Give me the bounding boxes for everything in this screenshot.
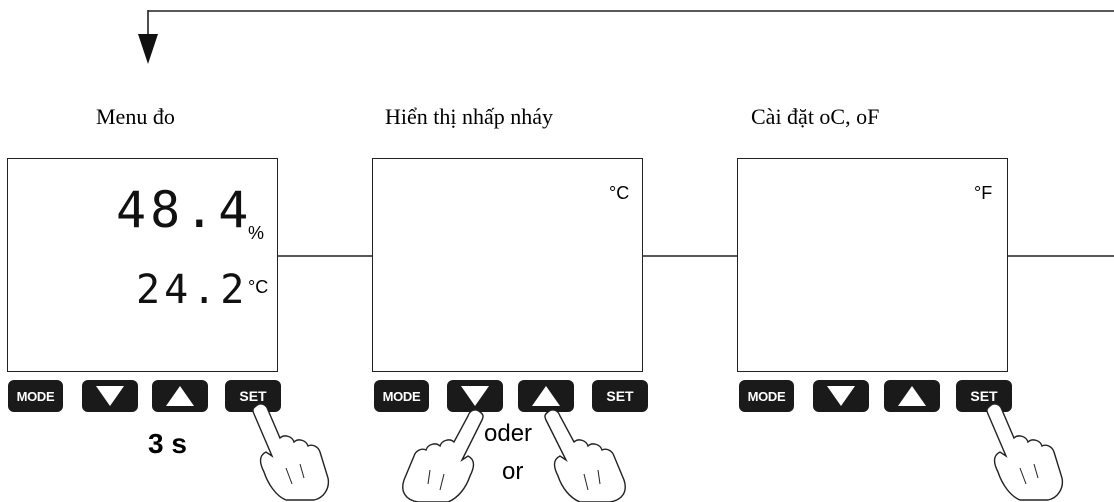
- up-button-2[interactable]: [518, 380, 574, 412]
- down-arrow-icon: [461, 386, 489, 406]
- lcd-panel-unit-setting: °F: [737, 158, 1008, 372]
- oder-label: oder: [484, 420, 533, 447]
- unit-setting-label: °F: [974, 183, 993, 203]
- mode-button-1[interactable]: MODE: [8, 380, 63, 412]
- down-button-2[interactable]: [447, 380, 503, 412]
- set-button-2[interactable]: SET: [592, 380, 648, 412]
- humidity-reading: 48.4: [116, 181, 253, 239]
- up-arrow-icon: [532, 386, 560, 406]
- caption-unit-setting: Cài đặt oC, oF: [751, 104, 880, 129]
- down-arrow-head: [138, 34, 158, 64]
- temperature-reading: 24.2: [136, 267, 249, 313]
- set-button-1[interactable]: SET: [225, 380, 281, 412]
- lcd-panel-measure: 48.4 % 24.2 °C: [7, 158, 278, 372]
- down-arrow-icon: [827, 386, 855, 406]
- down-arrow-icon: [96, 386, 124, 406]
- down-button-3[interactable]: [813, 380, 869, 412]
- mode-button-2[interactable]: MODE: [374, 380, 429, 412]
- up-button-3[interactable]: [884, 380, 940, 412]
- hold-time-label: 3 s: [148, 428, 187, 459]
- caption-blinking-display: Hiển thị nhấp nháy: [385, 104, 554, 129]
- pointing-hand-left-icon: [402, 409, 484, 502]
- pointing-hand-right-icon: [544, 409, 626, 502]
- pointing-hand-set-icon: [986, 403, 1064, 501]
- humidity-unit: %: [248, 223, 265, 243]
- set-button-3[interactable]: SET: [956, 380, 1012, 412]
- temperature-unit: °C: [248, 277, 269, 297]
- mode-button-3[interactable]: MODE: [739, 380, 794, 412]
- down-button-1[interactable]: [82, 380, 138, 412]
- up-arrow-icon: [166, 386, 194, 406]
- up-button-1[interactable]: [152, 380, 208, 412]
- or-label: or: [502, 458, 524, 485]
- up-arrow-icon: [898, 386, 926, 406]
- blinking-unit-label: °C: [609, 183, 630, 203]
- lcd-panel-blinking: °C: [372, 158, 643, 372]
- caption-measure-menu: Menu đo: [96, 104, 175, 129]
- pointing-hand-icon: [252, 403, 330, 501]
